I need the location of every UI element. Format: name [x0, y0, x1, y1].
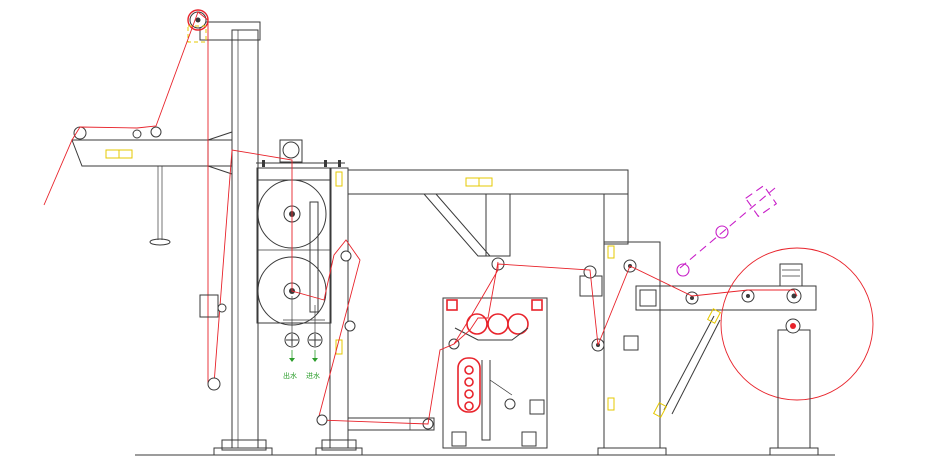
motor-left — [199, 294, 227, 318]
swing-arm-positions — [676, 184, 778, 277]
left-tower — [199, 21, 273, 456]
valve-label-inlet: 进水 — [306, 371, 320, 380]
feed-arm — [71, 126, 233, 246]
dip-unit — [442, 257, 548, 449]
roller-dancer — [340, 250, 352, 262]
water-valves — [283, 296, 325, 362]
web-dip-loop — [453, 261, 499, 345]
roller-post-upper — [344, 320, 356, 332]
cylinder-actuator — [652, 308, 722, 418]
winder-stand — [769, 263, 819, 456]
valve-label-outlet: 出水 — [283, 371, 297, 380]
winding-arm — [635, 285, 817, 311]
top-beam — [347, 169, 629, 257]
right-tower — [579, 241, 667, 456]
roller-left-lower — [207, 377, 221, 391]
fabric-web-path — [43, 11, 798, 425]
top-guide-roller — [187, 9, 209, 43]
winding-roll-envelope — [720, 247, 874, 401]
roller-post-lower — [316, 414, 328, 426]
center-post — [315, 167, 363, 456]
